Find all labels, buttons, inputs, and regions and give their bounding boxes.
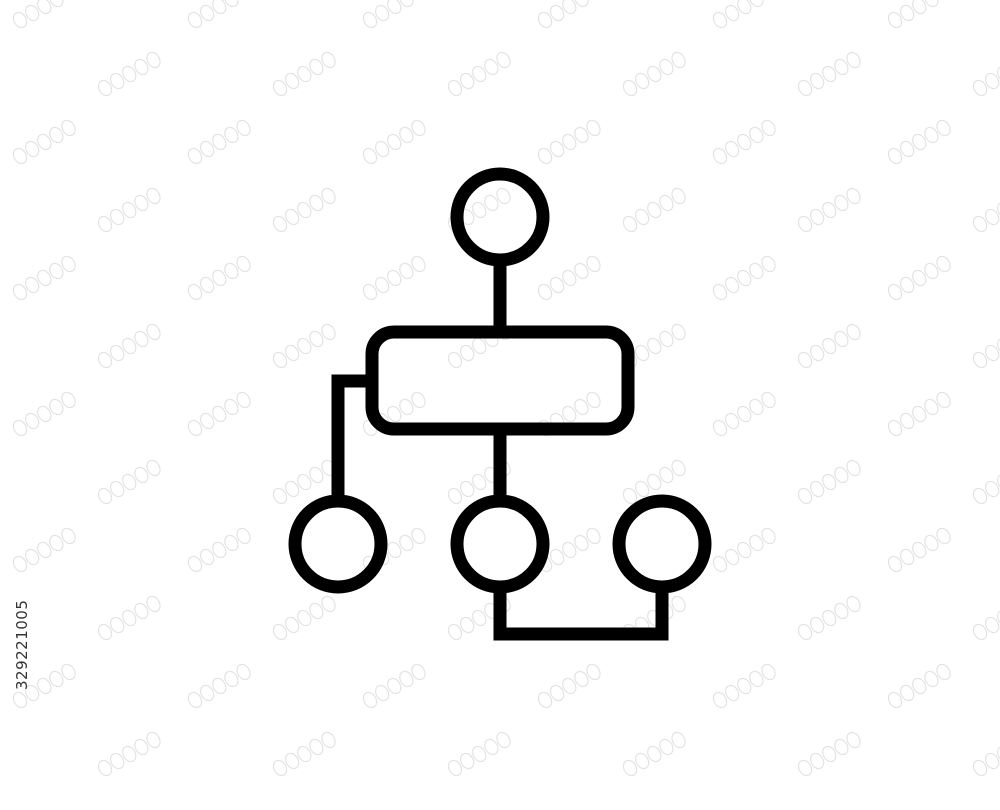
watermark-mark [97, 51, 161, 97]
watermark-mark [972, 745, 1000, 777]
watermark-mark [622, 459, 686, 505]
watermark-mark [97, 731, 161, 777]
watermark-mark [712, 391, 776, 437]
connector-middle-to-right [493, 587, 669, 641]
watermark-mark [362, 119, 426, 165]
watermark-mark [887, 119, 951, 165]
watermark-mark [622, 187, 686, 233]
watermark-mark [97, 323, 161, 369]
watermark-mark [712, 527, 776, 573]
watermark-mark [447, 731, 511, 777]
watermark-mark [272, 595, 336, 641]
watermark-mark [797, 595, 861, 641]
watermark-mark [797, 323, 861, 369]
watermark-mark [712, 255, 776, 301]
watermark-mark [12, 663, 76, 709]
watermark-mark [972, 473, 1000, 505]
watermark-mark [797, 187, 861, 233]
watermark-mark [972, 337, 1000, 369]
watermark-mark [797, 731, 861, 777]
watermark-mark [12, 119, 76, 165]
watermark-mark [712, 0, 776, 29]
left-node [288, 494, 388, 594]
watermark-mark [187, 663, 251, 709]
watermark-mark [887, 527, 951, 573]
watermark-mark [187, 0, 251, 29]
watermark-mark [622, 51, 686, 97]
watermark-mark [12, 391, 76, 437]
watermark-mark [887, 663, 951, 709]
watermark-mark [272, 51, 336, 97]
watermark-mark [887, 0, 951, 29]
watermark-mark [187, 255, 251, 301]
connector-box-to-left [331, 374, 372, 501]
watermark-mark [362, 255, 426, 301]
watermark-mark [887, 391, 951, 437]
watermark-mark [797, 51, 861, 97]
middle-node [450, 494, 550, 594]
image-id-label: 329221005 [13, 599, 31, 690]
watermark-mark [362, 663, 426, 709]
watermark-mark [12, 0, 76, 29]
watermark-mark [272, 323, 336, 369]
watermark-mark [972, 201, 1000, 233]
watermark-mark [97, 187, 161, 233]
watermark-mark [272, 731, 336, 777]
watermark-mark [97, 595, 161, 641]
watermark-mark [972, 65, 1000, 97]
watermark-mark [622, 731, 686, 777]
watermark-mark [97, 459, 161, 505]
watermark-mark [712, 663, 776, 709]
right-node [612, 494, 712, 594]
watermark-mark [537, 119, 601, 165]
center-box [365, 325, 635, 436]
watermark-mark [797, 459, 861, 505]
watermark-mark [537, 255, 601, 301]
watermark-mark [887, 255, 951, 301]
watermark-mark [712, 119, 776, 165]
watermark-mark [972, 609, 1000, 641]
watermark-mark [187, 527, 251, 573]
watermark-mark [537, 0, 601, 29]
watermark-mark [272, 187, 336, 233]
watermark-mark [12, 527, 76, 573]
watermark-mark [12, 255, 76, 301]
watermark-mark [447, 51, 511, 97]
watermark-mark [537, 663, 601, 709]
watermark-mark [187, 391, 251, 437]
watermark-mark [362, 0, 426, 29]
top-node [450, 167, 550, 267]
watermark-mark [187, 119, 251, 165]
